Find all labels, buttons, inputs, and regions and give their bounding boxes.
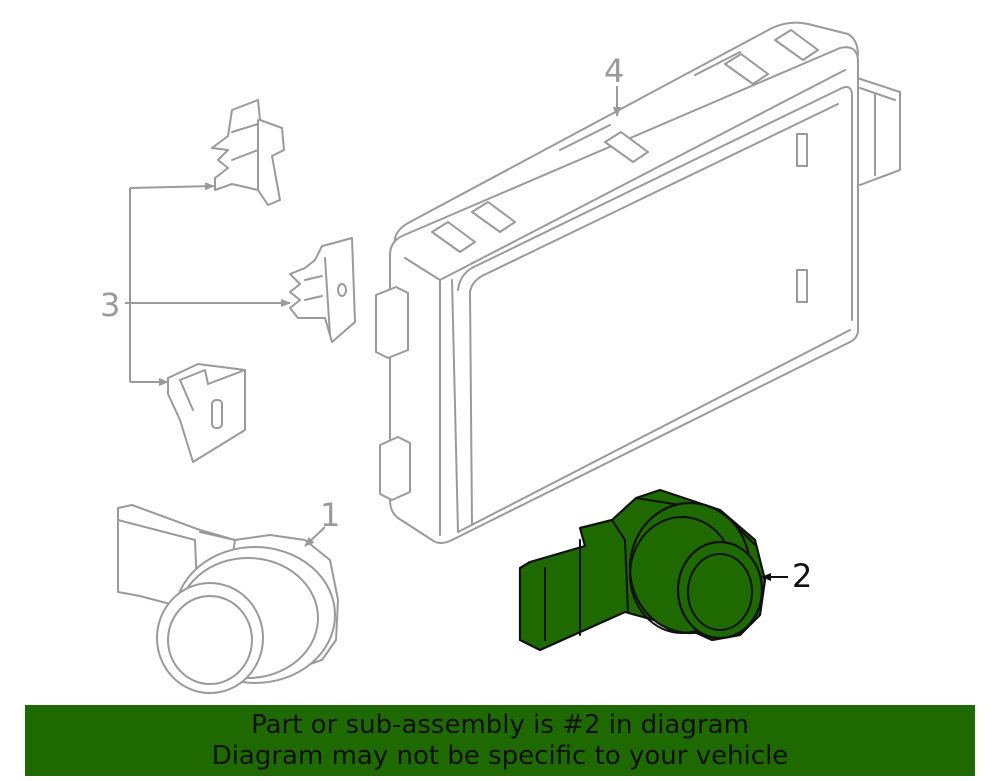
banner-line-disclaimer: Diagram may not be specific to your vehi… xyxy=(211,741,789,771)
clip-middle-part-3 xyxy=(289,237,356,343)
part-info-banner: Part or sub-assembly is #2 in diagram Di… xyxy=(25,705,975,776)
clip-lower-part-3 xyxy=(167,363,246,463)
banner-line-part-number: Part or sub-assembly is #2 in diagram xyxy=(251,710,749,740)
control-module-part-4 xyxy=(375,21,901,544)
callout-leader-1 xyxy=(304,526,326,547)
sensor-part-1 xyxy=(117,504,339,694)
callout-leader-3 xyxy=(125,182,291,386)
callout-number-2: 2 xyxy=(792,557,812,595)
callout-number-4: 4 xyxy=(604,52,624,90)
sensor-part-2-highlighted xyxy=(518,488,767,652)
parts-diagram: 1 2 3 4 xyxy=(100,21,901,694)
clip-upper-part-3 xyxy=(211,99,285,206)
callout-number-3: 3 xyxy=(100,286,120,324)
callout-number-1: 1 xyxy=(320,496,340,534)
